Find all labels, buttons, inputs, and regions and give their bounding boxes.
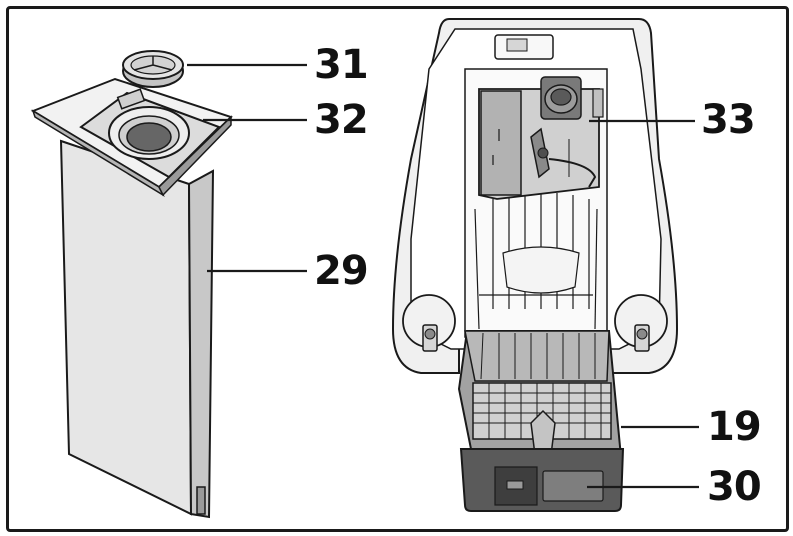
- leader-lines: [187, 63, 699, 489]
- callout-30: 30: [707, 464, 762, 510]
- callout-29: 29: [314, 248, 369, 294]
- left-wheel: [402, 294, 456, 352]
- housing-ribs: [474, 193, 598, 330]
- vacuum-housing: [391, 18, 679, 512]
- diagram-frame: 31 32 29 33 19 30: [6, 6, 789, 532]
- callout-19: 19: [707, 404, 762, 450]
- hinged-basket: [457, 330, 623, 461]
- front-tray: [459, 448, 625, 512]
- callout-32: 32: [314, 97, 369, 143]
- right-wheel: [614, 294, 668, 352]
- dust-bag-body: [59, 139, 193, 516]
- callout-31: 31: [314, 42, 369, 88]
- dust-bag-side: [187, 169, 215, 519]
- motor-filter-block: [478, 76, 604, 200]
- bag-seal-cap: [122, 50, 184, 88]
- callout-33: 33: [701, 97, 756, 143]
- exploded-parts-illustration: [30, 18, 699, 519]
- dust-bag-assembly: [30, 50, 233, 519]
